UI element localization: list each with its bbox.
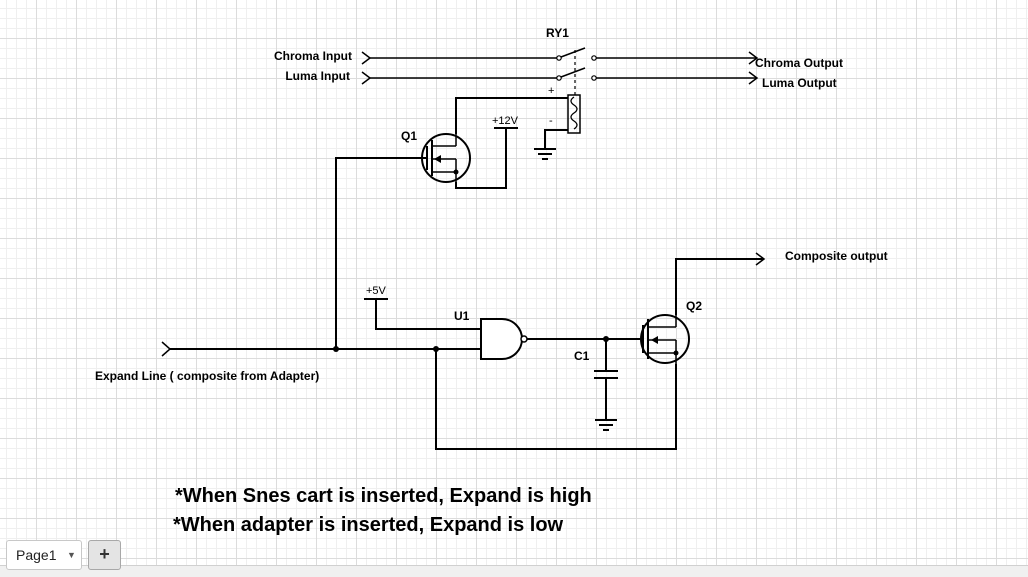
luma-output-label: Luma Output [762,76,837,90]
relay-minus-label: - [549,115,553,127]
c1-label: C1 [574,349,590,363]
relay-switch-luma [556,67,597,81]
q1-mosfet [421,133,471,183]
feedback-wire [435,349,677,450]
schematic-canvas: RY1 Chroma Input Luma Input Chroma Outpu… [95,26,888,536]
add-page-button[interactable]: + [88,540,121,570]
page-tab-bar [0,565,1028,577]
relay-coil [567,94,581,134]
u1-nand-gate [480,318,528,360]
composite-output-label: Composite output [785,249,888,263]
q1-drain-wire [455,97,568,134]
chroma-output-port [596,51,759,65]
expand-line-label: Expand Line ( composite from Adapter) [95,369,319,383]
q2-label: Q2 [686,299,702,313]
u1-label: U1 [454,309,470,323]
chroma-input-port [361,51,557,65]
v5-supply [364,298,480,330]
q1-label: Q1 [401,129,417,143]
relay-ground [534,129,568,160]
composite-output-port [675,252,766,315]
luma-input-port [361,71,557,85]
relay-plus-label: + [548,85,554,97]
note-adapter: *When adapter is inserted, Expand is low [173,514,564,536]
chroma-output-label: Chroma Output [755,56,843,70]
ry1-label: RY1 [546,26,569,40]
page-tab-label: Page1 [16,547,57,563]
q1-gate-wire [335,157,427,349]
luma-output-port [596,71,759,85]
q2-mosfet [640,314,690,364]
luma-input-label: Luma Input [285,69,350,83]
relay-switch-chroma [556,47,597,61]
note-snes-cart: *When Snes cart is inserted, Expand is h… [175,485,592,507]
chevron-down-icon[interactable]: ▼ [67,550,76,560]
expand-line-port [161,341,480,357]
v5-label: +5V [366,285,387,297]
v12-supply [455,127,518,189]
junction-q1 [333,346,339,352]
page-tab[interactable]: Page1 ▼ [6,540,82,570]
chroma-input-label: Chroma Input [274,49,352,63]
v12-label: +12V [492,115,519,127]
c1-capacitor [594,339,618,431]
plus-icon: + [99,544,110,564]
